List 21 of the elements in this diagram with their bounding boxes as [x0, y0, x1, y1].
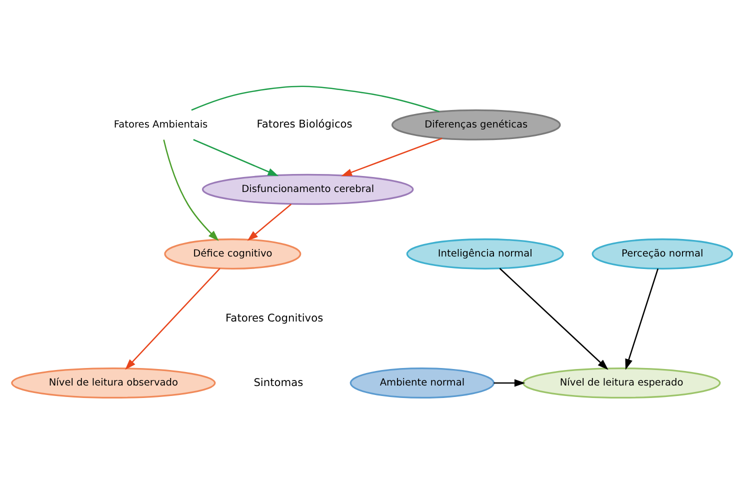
node-ellipse: Nível de leitura observado — [11, 367, 216, 398]
arrow — [125, 267, 220, 370]
node-ellipse: Perceção normal — [592, 238, 733, 269]
label: Fatores Cognitivos — [226, 310, 324, 324]
node-ellipse: Défice cognitivo — [164, 238, 302, 269]
arrow — [341, 137, 442, 176]
label: Sintomas — [254, 375, 304, 388]
arrow — [163, 139, 219, 240]
arrow — [625, 268, 659, 370]
arrow — [499, 267, 608, 370]
node-ellipse: Diferenças genéticas — [391, 108, 561, 140]
arrow — [247, 203, 292, 240]
node-ellipse: Nível de leitura esperado — [522, 367, 721, 398]
arrow — [494, 378, 526, 386]
label: Fatores Biológicos — [256, 117, 352, 130]
node-ellipse: Inteligência normal — [406, 238, 564, 269]
connector — [191, 85, 440, 112]
arrow — [193, 138, 279, 176]
node-text: Fatores Ambientais — [114, 118, 208, 130]
node-ellipse: Ambiente normal — [350, 367, 495, 398]
node-ellipse: Disfuncionamento cerebral — [202, 173, 414, 204]
